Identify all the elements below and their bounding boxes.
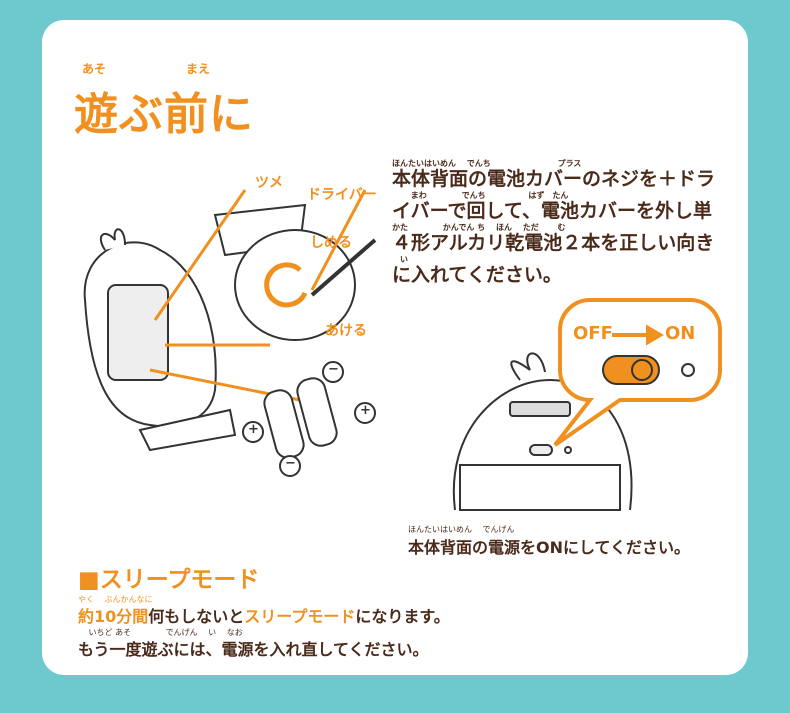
plus-label: + — [248, 422, 259, 437]
sleep-line-1: 約10分間何もしないとスリープモードになります。 — [78, 603, 450, 627]
furigana: い — [392, 255, 408, 264]
text: 約10分間 — [78, 607, 149, 626]
minus-label: − — [328, 362, 339, 377]
page-title: 遊ぶ前に — [74, 89, 254, 140]
furigana: かた かんでん ち ほん ただ む — [392, 223, 566, 232]
power-instruction: ほんたいはいめん でんげん 本体背面の電源をONにしてください。 — [408, 524, 690, 558]
off-label: OFF — [573, 323, 613, 344]
shimeru-label: しめる — [310, 235, 352, 251]
toy-power-illustration — [452, 352, 633, 511]
minus-label: − — [285, 456, 296, 471]
battery-instructions: ほんたいはいめん でんち プラス 本体背面の電池カバーのネジを＋ドラ まわ でん… — [392, 160, 715, 288]
battery-cover-illustration — [213, 203, 377, 341]
sleep-line-2: もう一度遊ぶには、電源を入れ直してください。 — [78, 640, 429, 659]
furigana: ほんたいはいめん でんげん — [408, 525, 515, 534]
on-label: ON — [665, 323, 696, 344]
batteries-illustration — [242, 361, 376, 477]
furigana: いちど あそ でんげん い なお — [78, 628, 243, 637]
text: になります。 — [355, 607, 450, 626]
sleep-heading: ■スリープモード — [78, 567, 260, 593]
text: 何もしないと — [148, 607, 245, 626]
plus-label: + — [360, 403, 371, 418]
furigana: ほんたいはいめん でんち プラス — [392, 159, 582, 168]
instruction-line: 本体背面の電池カバーのネジを＋ドラ — [392, 168, 716, 190]
power-text: 本体背面の電源をONにしてください。 — [408, 538, 691, 557]
tsume-label: ツメ — [255, 175, 283, 191]
switch-callout — [553, 298, 722, 447]
text: スリープモード — [244, 607, 356, 626]
furigana: やく ぶんかんなに — [78, 595, 153, 604]
toy-back-illustration — [83, 228, 237, 452]
instruction-line: ４形アルカリ乾電池２本を正しい向き — [392, 232, 715, 254]
driver-label: ドライバー — [307, 187, 377, 203]
sleep-mode-section: ■スリープモード やく ぶんかんなに 約10分間何もしないとスリープモードになり… — [78, 560, 450, 660]
instruction-line: イバーで回して、電池カバーを外し単 — [392, 200, 712, 222]
akeru-label: あける — [325, 323, 367, 339]
instruction-line: に入れてください。 — [392, 264, 562, 286]
furigana: あそ — [82, 62, 107, 76]
furigana: まえ — [186, 62, 211, 76]
furigana: まわ でんち はず たん — [392, 191, 569, 200]
